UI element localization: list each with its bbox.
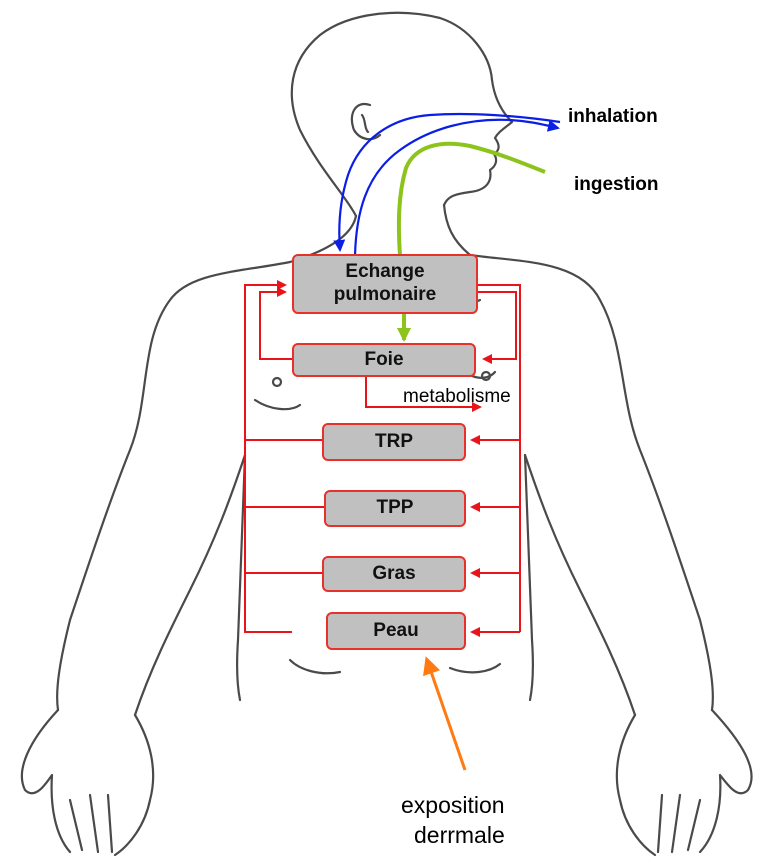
skin-compartment: Peau bbox=[326, 612, 466, 650]
ingestion-label: ingestion bbox=[574, 174, 658, 196]
metabolism-label: metabolisme bbox=[403, 386, 511, 408]
dermal-exposure-label-line2: derrmale bbox=[414, 822, 505, 849]
lung-compartment: Echange pulmonaire bbox=[292, 254, 478, 314]
inhalation-flow bbox=[339, 114, 560, 256]
inhalation-label: inhalation bbox=[568, 106, 658, 128]
trp-compartment: TRP bbox=[322, 423, 466, 461]
liver-compartment: Foie bbox=[292, 343, 476, 377]
dermal-exposure-flow bbox=[427, 660, 465, 770]
fat-compartment: Gras bbox=[322, 556, 466, 592]
tpp-compartment: TPP bbox=[324, 490, 466, 527]
dermal-exposure-label-line1: exposition bbox=[401, 792, 505, 819]
